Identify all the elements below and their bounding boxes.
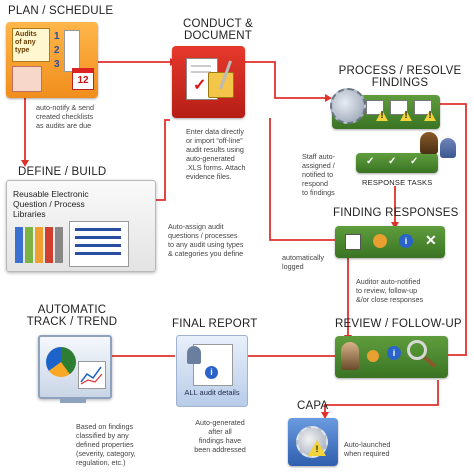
binder-icon: [15, 227, 23, 263]
gear-icon: [330, 88, 366, 124]
conduct-document-illustration: ✓: [172, 46, 245, 118]
arrowhead-capa: [321, 412, 329, 419]
audits-card: Audits of any type: [12, 28, 50, 62]
magnifier-icon: [407, 340, 427, 360]
finding-responses-banner: i ✕: [335, 226, 445, 258]
define-build-title: DEFINE / BUILD: [18, 166, 107, 178]
define-build-illustration: Reusable Electronic Question / Process L…: [6, 180, 156, 272]
finding-responses-note-left: automatically logged: [282, 253, 324, 271]
staff-person-icon: [420, 132, 438, 154]
finding-doc-icon-1: [366, 100, 384, 115]
warning-icon: !: [376, 110, 388, 121]
final-report-illustration: i ALL audit details: [176, 335, 248, 407]
response-tasks-label: RESPONSE TASKS: [362, 178, 433, 187]
process-resolve-note: Staff auto- assigned / notified to respo…: [302, 152, 336, 197]
track-trend-note: Based on findings classified by any defi…: [76, 422, 136, 467]
binder-icon: [25, 227, 33, 263]
checklist-icon: [64, 30, 80, 72]
capa-title: CAPA: [297, 400, 329, 412]
process-resolve-title: PROCESS / RESOLVE FINDINGS: [338, 65, 462, 89]
connector-process-to-review: [440, 103, 467, 356]
plan-schedule-title: PLAN / SCHEDULE: [8, 5, 114, 17]
finding-responses-note-right: Auditor auto-notified to review, follow-…: [356, 277, 424, 304]
conduct-document-title: CONDUCT & DOCUMENT: [183, 18, 253, 42]
capa-illustration: !: [288, 418, 338, 466]
auditor-person-icon: [341, 342, 359, 370]
binder-icon: [45, 227, 53, 263]
track-trend-title: AUTOMATIC TRACK / TREND: [26, 304, 118, 328]
question-list-icon: [69, 221, 129, 267]
final-report-title: FINAL REPORT: [172, 318, 258, 330]
plan-schedule-note: auto-notify & send created checklists as…: [36, 103, 94, 130]
monitor-stand: [60, 397, 86, 403]
gear-icon: [367, 350, 379, 362]
conduct-document-note: Enter data directly or import “off-line”…: [186, 127, 246, 181]
trend-monitor-illustration: [38, 335, 112, 399]
warning-icon: !: [424, 110, 436, 121]
capa-note: Auto-launched when required: [344, 440, 391, 458]
document-icon: [345, 234, 361, 250]
check-icon: ✓: [366, 156, 375, 167]
arrowhead-responses: [391, 222, 399, 229]
response-tasks-bar: ✓ ✓ ✓: [356, 153, 438, 173]
connector-conduct-to-responses: [269, 118, 335, 241]
staff-person-icon: [440, 138, 456, 158]
check-icon: ✓: [388, 156, 397, 167]
binder-icon: [55, 227, 63, 263]
connector-review-to-capa: [324, 380, 439, 412]
magnifier-handle: [423, 355, 437, 369]
define-build-note: Auto-assign audit questions / processes …: [168, 222, 244, 258]
connector-define-to-conduct: [155, 119, 170, 201]
binder-icon: [35, 227, 43, 263]
calendar-icon: 12: [72, 68, 94, 90]
line-chart-icon: [78, 361, 106, 389]
review-followup-banner: i: [335, 336, 448, 378]
library-caption: Reusable Electronic Question / Process L…: [13, 189, 89, 219]
info-icon: i: [399, 234, 413, 248]
person-icon: [187, 346, 201, 364]
gear-icon: [373, 234, 387, 248]
final-report-note: Auto-generated after all findings have b…: [194, 418, 246, 454]
warning-icon: !: [400, 110, 412, 121]
number-list-icon: 1 2 3: [54, 31, 60, 70]
all-audit-details-label: ALL audit details: [184, 388, 240, 397]
plan-schedule-illustration: Audits of any type 1 2 3 12: [6, 22, 98, 98]
info-icon: i: [205, 366, 218, 379]
checklist-pages-icon: [12, 66, 42, 92]
finding-doc-icon-2: [390, 100, 408, 115]
checkmark-icon: ✓: [193, 77, 207, 94]
check-icon: ✓: [410, 156, 419, 167]
pie-chart-icon: [46, 347, 76, 377]
tools-icon: ✕: [425, 232, 437, 248]
arrowhead-define: [21, 160, 29, 167]
finding-responses-title: FINDING RESPONSES: [333, 207, 459, 219]
finding-doc-icon-3: [414, 100, 432, 115]
arrowhead-process: [325, 94, 332, 102]
review-followup-title: REVIEW / FOLLOW-UP: [335, 318, 462, 330]
connector-conduct-to-process: [245, 61, 325, 99]
info-icon: i: [387, 346, 401, 360]
